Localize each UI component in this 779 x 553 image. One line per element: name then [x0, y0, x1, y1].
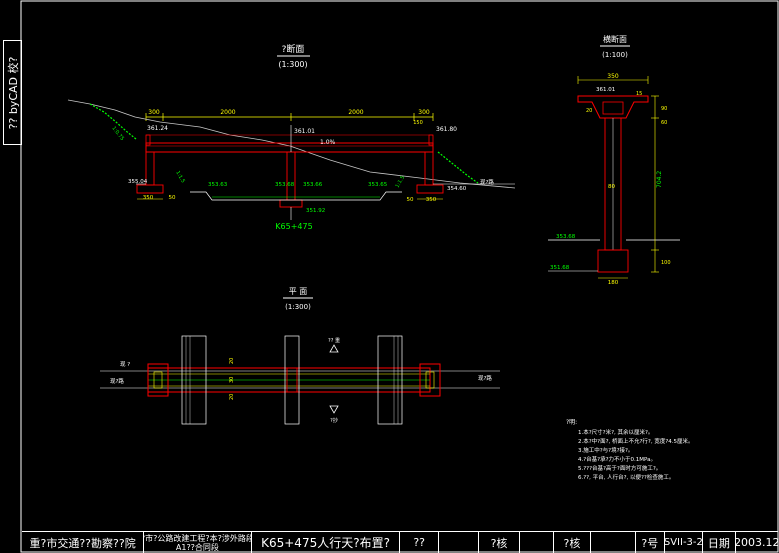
plan-scale: (1:300): [285, 303, 311, 311]
elev-361-80: 361.80: [436, 126, 457, 133]
title-project-line1: 重庆??市?公路改建工程?本?涉外路段?江至: [144, 533, 252, 543]
cross-dim-60: 60: [661, 120, 667, 126]
dim-300-right: 300: [418, 109, 430, 116]
arrow-up-icon: [329, 344, 339, 353]
ground-line: [67, 99, 516, 189]
elev-353-63: 353.63: [208, 182, 228, 188]
note-item: 4.?台基?承?力不小于0.1MPa。: [578, 455, 656, 463]
elev-353-65: 353.65: [368, 182, 388, 188]
side-tab-label: ?? byCAD 校?: [6, 56, 20, 129]
elev-361-01: 361.01: [294, 128, 315, 135]
cross-dim-100: 100: [661, 260, 671, 266]
plan-title: 平 面: [289, 287, 308, 296]
elevation-scale: (1:300): [278, 60, 307, 69]
deck-slope: 1.0%: [320, 139, 336, 146]
title-review: ?核: [479, 532, 520, 553]
arrow-down-icon: [329, 405, 339, 414]
notes-heading: ?明:: [566, 419, 577, 426]
title-drawing-no: SVII-3-2: [665, 532, 704, 553]
title-block: 重?市交通??勘察??院 重庆??市?公路改建工程?本?涉外路段?江至 A1??…: [22, 531, 778, 553]
cross-deck: [577, 95, 649, 119]
plan-south-text: ?抄: [330, 417, 338, 424]
cross-dim-180: 180: [608, 280, 619, 286]
left-slope-hatch: [89, 103, 137, 140]
dim-350-left: 350: [143, 195, 154, 201]
plan-left-road: 现?路: [110, 377, 124, 385]
road-below: [190, 191, 402, 201]
cross-total-height: 704.2: [656, 171, 663, 188]
cross-footing: [597, 249, 629, 273]
note-item: 3.施工中?与?境?接?。: [578, 446, 633, 454]
cross-dim-350: 350: [607, 73, 619, 80]
elevation-title: ?断面: [282, 43, 305, 55]
dim-50-right: 50: [407, 197, 414, 203]
plan-north-text: ?? 重: [328, 337, 340, 344]
slope-left-1: 1:0.75: [110, 126, 125, 142]
cross-title: 横断面: [603, 34, 627, 44]
title-date: 2003.12: [735, 536, 778, 549]
plan-dim-mid: 30: [229, 377, 235, 383]
slope-right: 1:1.5: [395, 175, 407, 189]
title-company: 重?市交通??勘察??院: [22, 532, 145, 553]
plan-road-crossings: [181, 335, 403, 425]
plan-right-road: 现?路: [478, 374, 492, 382]
plan-left-road-top: 现 ?: [120, 361, 130, 368]
cross-dim-80: 80: [608, 184, 615, 190]
elev-361-24: 361.24: [147, 125, 168, 132]
title-no-label: ?号: [636, 532, 665, 553]
dim-50-left: 50: [169, 195, 176, 201]
cross-dim-20: 20: [586, 108, 592, 114]
dim-2000-b: 2000: [348, 109, 363, 116]
notes-block: ?明: 1.本?尺寸?米?, 其余以厘米?。 2.本?中?面?, 桥面上不允?行…: [566, 419, 694, 481]
elevation-view: ?断面 (1:300) 300 2000 2000 300 150: [67, 43, 516, 231]
dim-150: 150: [413, 120, 423, 126]
road-label-right: 现?路: [480, 178, 494, 186]
elev-353-68: 353.68: [275, 182, 295, 188]
right-slope-hatch: [437, 151, 479, 184]
drawing-frame: [20, 0, 779, 553]
slope-left-2: 1:1.5: [174, 170, 186, 184]
note-item: 5.???台基?高于?面时方可施工?。: [578, 464, 661, 472]
dim-300-left: 300: [148, 109, 160, 116]
cross-dim-90: 90: [661, 106, 667, 112]
elev-355-04: 355.04: [128, 179, 148, 185]
note-item: 1.本?尺寸?米?, 其余以厘米?。: [578, 428, 653, 436]
title-drawing: K65+475人行天?布置?: [252, 532, 401, 553]
elevation-top-dimension: [145, 113, 434, 121]
cross-section-view: 横断面 (1:100) 350 361.01 15 20 80 90 60 10…: [548, 34, 680, 286]
plan-dim-bot: 20: [229, 394, 235, 400]
note-item: 2.本?中?面?, 桥面上不允?行?, 宽度?4.5厘米。: [578, 437, 694, 445]
elev-354-60: 354.60: [447, 186, 467, 192]
note-item: 6.??, 平台, 人行台?, 以便??检查施工。: [578, 473, 674, 481]
cross-dim-15: 15: [636, 91, 642, 97]
title-check: ?核: [554, 532, 591, 553]
bridge-deck: [145, 134, 434, 153]
dim-350-right: 350: [426, 197, 437, 203]
cross-scale: (1:100): [602, 51, 628, 59]
title-date-label: 日期: [703, 532, 736, 553]
cross-elev-351-68: 351.68: [550, 265, 570, 271]
plan-dim-top: 20: [229, 358, 235, 364]
station-label: K65+475: [275, 222, 312, 231]
title-design: ??: [400, 532, 439, 553]
cross-elev-353-68: 353.68: [556, 234, 576, 240]
elev-351-92: 351.92: [306, 208, 325, 214]
dim-2000-a: 2000: [220, 109, 235, 116]
title-project-line2: A1??合同段: [175, 542, 219, 552]
plan-view: 平 面 (1:300) ?? 重 ?抄: [100, 287, 500, 425]
side-tab: ?? byCAD 校?: [3, 40, 22, 145]
elev-353-66: 353.66: [303, 182, 323, 188]
supports: [136, 125, 444, 220]
cross-elev-361-01: 361.01: [596, 87, 615, 93]
title-project: 重庆??市?公路改建工程?本?涉外路段?江至 A1??合同段: [144, 532, 252, 553]
